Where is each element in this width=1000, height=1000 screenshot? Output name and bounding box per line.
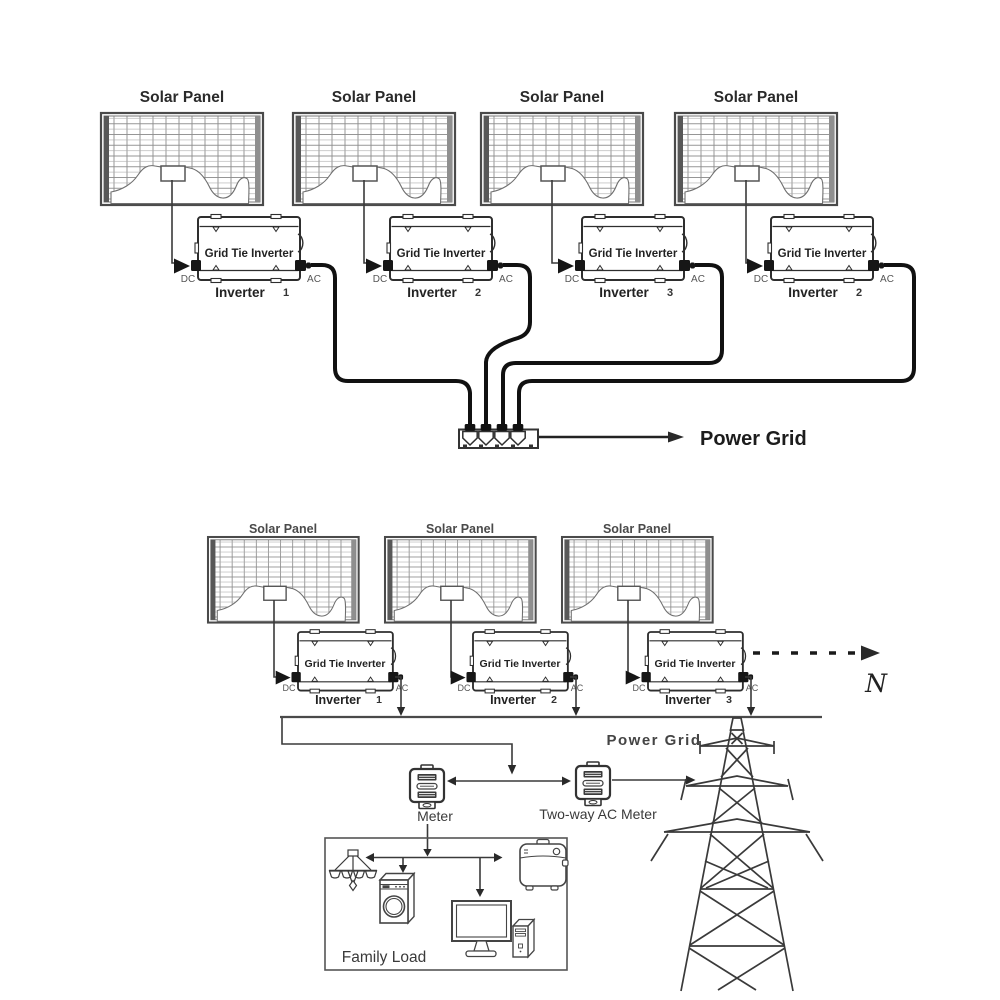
inverter-number: 2 xyxy=(551,694,557,706)
family-load-label: Family Load xyxy=(342,949,426,966)
meter-icon xyxy=(408,763,446,810)
solar-panel-icon xyxy=(479,111,645,207)
ac-drop-wire xyxy=(745,676,752,708)
solar-panel-label: Solar Panel xyxy=(249,522,317,536)
north-label: N xyxy=(864,669,888,698)
arrow-right-icon xyxy=(562,776,571,786)
inverter-number: 3 xyxy=(667,287,673,299)
power-strip xyxy=(458,424,539,449)
power-grid-arrow xyxy=(539,431,684,443)
dc-port-label: DC xyxy=(458,683,471,693)
solar-panel-icon xyxy=(383,535,537,624)
rice-cooker-icon xyxy=(519,838,569,891)
inverter-caption: Inverter xyxy=(599,285,649,300)
solar-panel-icon xyxy=(673,111,839,207)
top-system: Solar Panel Solar Panel Solar Panel Sola… xyxy=(99,89,916,450)
solar-panel-icon xyxy=(99,111,265,207)
ac-cable xyxy=(517,263,916,426)
arrow-left-icon xyxy=(447,776,456,786)
dc-port-label: DC xyxy=(373,274,387,285)
dc-port-label: DC xyxy=(754,274,768,285)
solar-panel-icon xyxy=(560,535,714,624)
arrow-right-icon xyxy=(686,775,696,785)
power-grid-label: Power Grid xyxy=(700,428,807,450)
arrow-down-icon xyxy=(571,707,581,716)
solar-panel-label: Solar Panel xyxy=(426,522,494,536)
ac-port-label: AC xyxy=(499,274,513,285)
inverter-caption: Inverter xyxy=(788,285,838,300)
solar-panel-icon xyxy=(291,111,457,207)
arrow-down-icon xyxy=(423,849,432,857)
inverter-title: Grid Tie Inverter xyxy=(778,248,867,260)
inverter-number: 3 xyxy=(726,694,732,706)
bottom-system: Solar Panel Solar Panel Solar Panel Grid… xyxy=(206,522,888,992)
arrow-down-icon xyxy=(396,707,406,716)
solar-panel-label: Solar Panel xyxy=(332,89,416,106)
dc-port-label: DC xyxy=(633,683,646,693)
inverter-title: Grid Tie Inverter xyxy=(397,248,486,260)
two-way-meter-label: Two-way AC Meter xyxy=(539,806,657,822)
inverter-caption: Inverter xyxy=(665,693,711,707)
arrow-left-icon xyxy=(365,853,374,862)
inverter-caption: Inverter xyxy=(490,693,536,707)
solar-panel-label: Solar Panel xyxy=(140,89,224,106)
solar-panel-label: Solar Panel xyxy=(520,89,604,106)
ac-drop-wire xyxy=(570,676,577,708)
washing-machine-icon xyxy=(378,871,416,925)
arrow-down-icon xyxy=(475,889,485,897)
ac-port-label: AC xyxy=(571,683,584,693)
inverter-number: 1 xyxy=(376,694,382,706)
transmission-tower-icon xyxy=(650,717,824,992)
inverter-title: Grid Tie Inverter xyxy=(305,658,386,670)
ac-drop-wire xyxy=(395,676,402,708)
arrow-right-icon xyxy=(861,645,880,661)
ac-port-label: AC xyxy=(746,683,759,693)
inverter-caption: Inverter xyxy=(407,285,457,300)
inverter-caption: Inverter xyxy=(215,285,265,300)
computer-icon xyxy=(451,900,536,959)
ac-cable xyxy=(484,263,532,426)
dc-wire xyxy=(551,180,560,264)
power-grid-label: Power Grid xyxy=(606,732,701,749)
inverter-number: 1 xyxy=(283,287,289,299)
solar-panel-label: Solar Panel xyxy=(714,89,798,106)
inverter-caption: Inverter xyxy=(315,693,361,707)
dc-port-label: DC xyxy=(181,274,195,285)
north-arrow xyxy=(753,645,880,661)
dc-port-label: DC xyxy=(565,274,579,285)
solar-panel-icon xyxy=(206,535,360,624)
arrow-down-icon xyxy=(507,765,517,775)
feeder-wire xyxy=(281,718,513,766)
solar-panel-label: Solar Panel xyxy=(603,522,671,536)
inverter-number: 2 xyxy=(856,287,862,299)
inverter-number: 2 xyxy=(475,287,481,299)
family-load-box: Family Load xyxy=(324,837,569,971)
inverter-title: Grid Tie Inverter xyxy=(655,658,736,670)
inverter-title: Grid Tie Inverter xyxy=(589,248,678,260)
chandelier-icon xyxy=(328,849,378,892)
dc-port-label: DC xyxy=(283,683,296,693)
meter-label: Meter xyxy=(417,808,453,824)
ac-port-label: AC xyxy=(880,274,894,285)
inverter-title: Grid Tie Inverter xyxy=(480,658,561,670)
arrow-right-icon xyxy=(494,853,503,862)
inverter-title: Grid Tie Inverter xyxy=(205,248,294,260)
ac-port-label: AC xyxy=(307,274,321,285)
arrow-down-icon xyxy=(746,707,756,716)
ac-port-label: AC xyxy=(691,274,705,285)
ac-cable xyxy=(311,263,472,426)
ac-port-label: AC xyxy=(396,683,409,693)
ac-cable xyxy=(501,263,724,426)
two-way-meter-icon xyxy=(574,760,612,807)
arrow-down-icon xyxy=(398,865,408,873)
